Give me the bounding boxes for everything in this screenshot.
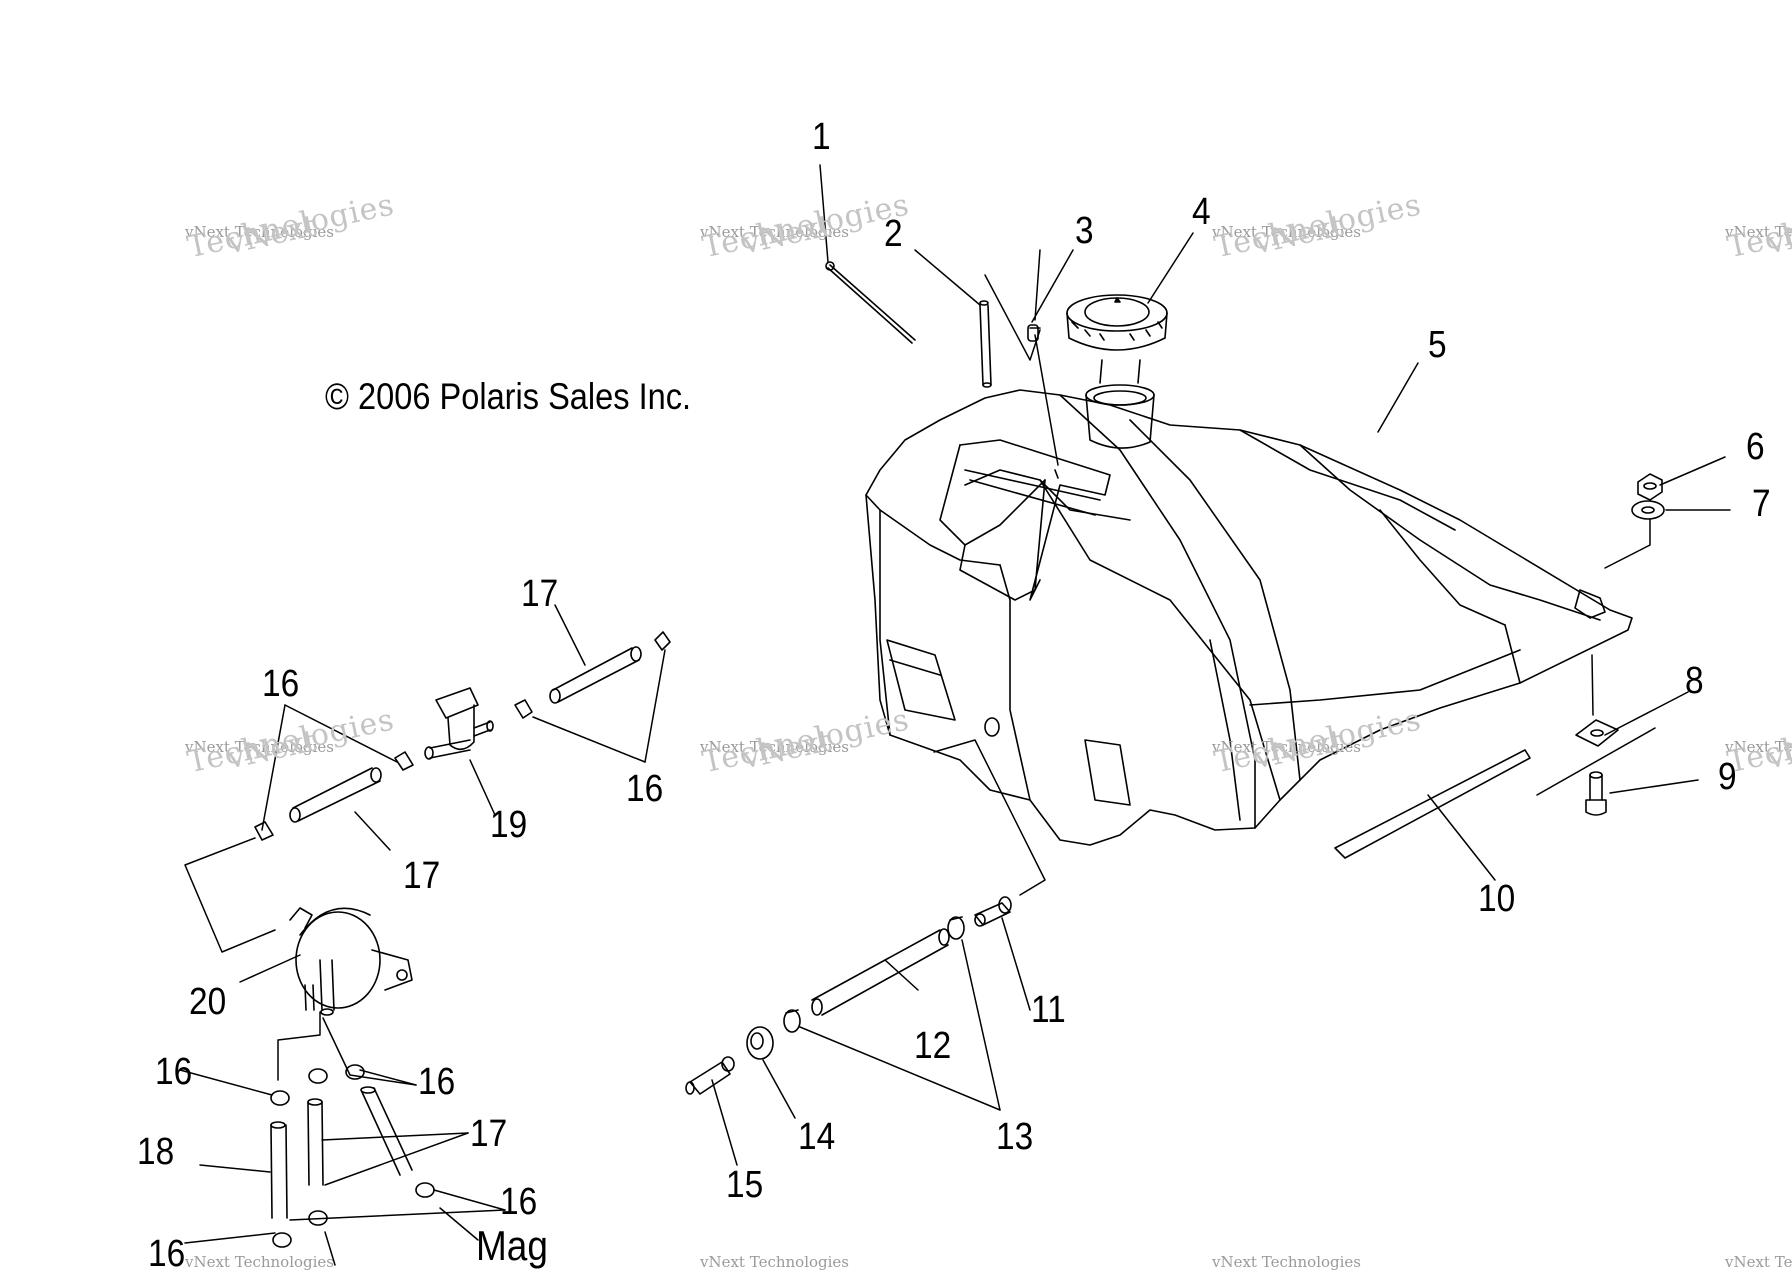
- part-8-plate: [1575, 719, 1619, 747]
- callout-5: 5: [1428, 324, 1447, 366]
- callout-17: 17: [521, 573, 559, 615]
- callout-20: 20: [189, 981, 227, 1023]
- callout-17: 17: [403, 855, 441, 897]
- part-12-hose: [811, 928, 950, 1016]
- part-6-nut: [1637, 473, 1663, 501]
- part-13-clamp: [783, 916, 965, 1033]
- callout-11: 11: [1031, 989, 1066, 1031]
- callout-18: 18: [137, 1131, 175, 1173]
- callout-16: 16: [262, 663, 300, 705]
- callout-4: 4: [1192, 191, 1211, 233]
- callout-8: 8: [1685, 660, 1704, 702]
- part-2-pin: [979, 300, 992, 388]
- part-9-bolt: [1585, 771, 1607, 816]
- callout-17: 17: [470, 1113, 508, 1155]
- callout-16: 16: [500, 1181, 538, 1223]
- watermark: vNext Technologies: [185, 1253, 335, 1271]
- part-15-valve: [685, 1056, 735, 1095]
- part-10-strip: [1334, 749, 1531, 859]
- callout-16: 16: [148, 1233, 186, 1275]
- part-20-fuel-pump: [289, 907, 413, 1016]
- fuel-tank: [865, 359, 1633, 846]
- watermark: vNext Technologies: [700, 1253, 850, 1271]
- part-17-hoses-lower: [307, 1086, 413, 1186]
- callout-7: 7: [1752, 483, 1771, 525]
- callout-16: 16: [418, 1061, 456, 1103]
- copyright-notice: © 2006 Polaris Sales Inc.: [325, 376, 692, 417]
- callout-3: 3: [1075, 210, 1094, 252]
- callout-14: 14: [798, 1116, 836, 1158]
- callout-1: 1: [812, 116, 831, 158]
- part-18-hose: [270, 1121, 288, 1219]
- callout-9: 9: [1718, 756, 1737, 798]
- part-17-hose-left: [289, 767, 382, 823]
- callout-10: 10: [1478, 878, 1516, 920]
- part-14-grommet: [746, 1026, 774, 1060]
- watermark: vNext Technologies: [1725, 1253, 1792, 1271]
- part-1-vent-line: [825, 261, 916, 344]
- callout-12: 12: [914, 1025, 952, 1067]
- leader-lines: [179, 164, 1731, 1266]
- callout-13: 13: [996, 1116, 1034, 1158]
- callout-15: 15: [726, 1164, 764, 1206]
- watermark: vNext Technologies: [1212, 1253, 1362, 1271]
- callout-2: 2: [884, 213, 903, 255]
- part-11-fitting: [974, 896, 1012, 927]
- callout-16: 16: [626, 768, 664, 810]
- part-19-fuel-valve: [424, 687, 494, 760]
- callout-19: 19: [490, 804, 528, 846]
- part-3-fitting: [1027, 324, 1041, 342]
- part-17-hose-upper: [549, 646, 642, 704]
- callout-16: 16: [155, 1051, 193, 1093]
- fuel-cap: [1066, 294, 1168, 351]
- annotation-mag: Mag: [476, 1222, 548, 1269]
- callout-6: 6: [1746, 426, 1765, 468]
- part-7-washer: [1631, 500, 1665, 520]
